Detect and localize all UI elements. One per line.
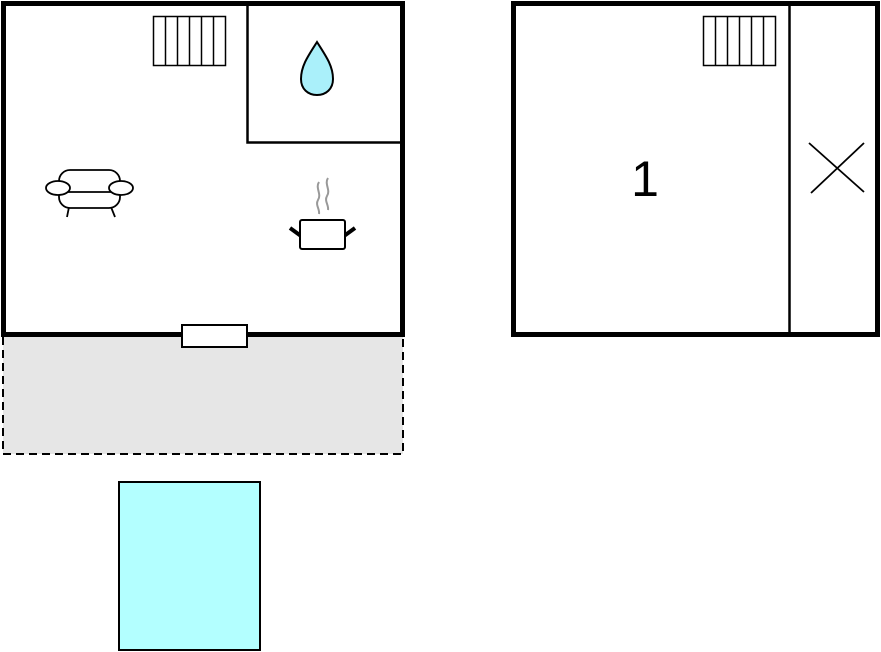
water-drop-icon [299, 40, 335, 97]
cooking-pot-icon [288, 177, 357, 250]
radiator-icon [702, 15, 777, 67]
room-number-label: 1 [631, 151, 659, 207]
pool [118, 481, 261, 651]
right-building: 1 [511, 1, 880, 337]
door [181, 324, 248, 348]
bathroom-wall [246, 4, 402, 144]
left-building [1, 1, 405, 348]
sofa-icon [45, 169, 134, 218]
radiator-icon [152, 15, 227, 67]
bed-cross-icon [808, 142, 865, 194]
right-room-walls [511, 1, 880, 337]
terrace [2, 335, 404, 455]
